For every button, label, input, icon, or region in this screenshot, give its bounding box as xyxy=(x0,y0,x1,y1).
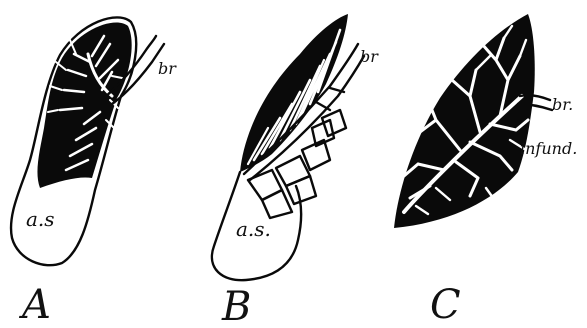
panel-c-label-br: br. xyxy=(552,95,573,114)
panel-a-label-as: a.s xyxy=(26,207,55,231)
panel-b-label-br: br xyxy=(360,47,379,66)
panel-c: br. infund. C xyxy=(394,14,577,328)
panel-a: a.s br A xyxy=(11,17,177,328)
panel-c-label-infund: infund. xyxy=(520,139,577,158)
panel-c-letter: C xyxy=(430,282,461,328)
panel-b-letter: B xyxy=(221,284,251,328)
panel-a-letter: A xyxy=(18,282,51,328)
panel-b-label-as: a.s. xyxy=(236,217,271,241)
panel-b: a.s. br B xyxy=(212,14,379,328)
panel-a-label-br: br xyxy=(158,59,177,78)
